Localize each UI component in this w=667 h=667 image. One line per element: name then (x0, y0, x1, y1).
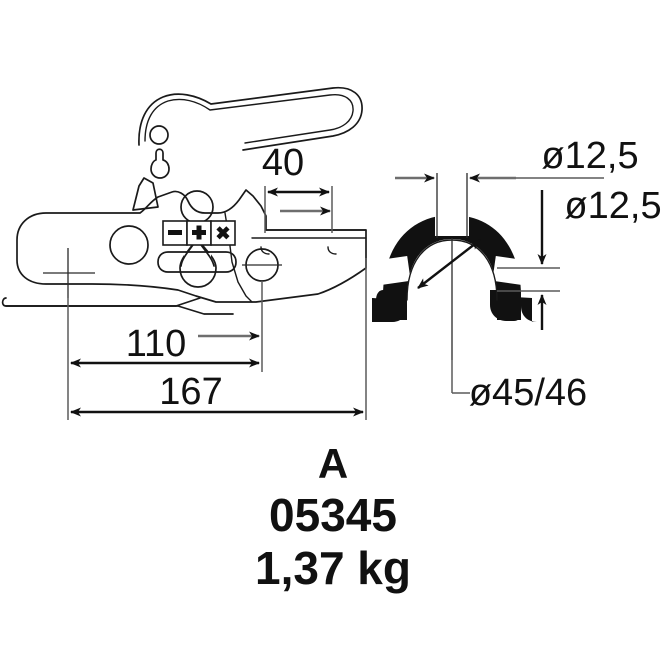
part-weight-label: 1,37 kg (255, 542, 411, 594)
lock-keyhole (150, 148, 170, 179)
dimension-bore-side-label: ø12,5 (564, 185, 661, 227)
dimension-167: 167 (67, 258, 367, 420)
release-lever-tab (132, 177, 159, 211)
cross-symbol-icon (216, 226, 230, 240)
dimension-bore-top: ø12,5 (395, 135, 639, 183)
coupling-handle-lever (138, 86, 363, 151)
shank-plate-bottom (5, 305, 234, 315)
dimension-tube-diameter-label: ø45/46 (469, 372, 587, 414)
body-side-bore-left (109, 225, 149, 265)
coupling-body-outline (16, 189, 367, 303)
body-center-crosshair (43, 248, 95, 298)
dimension-110: 110 (67, 281, 263, 372)
top-boss-circle (180, 190, 214, 224)
flange-notch-left (260, 246, 270, 255)
part-variant-label: A (318, 440, 348, 487)
dimension-bore-side: ø12,5 (497, 185, 662, 330)
dimension-167-label: 167 (159, 371, 222, 413)
dimension-tube-diameter: ø45/46 (451, 290, 587, 414)
u-clamp-slot-left (377, 256, 411, 285)
handle-pivot-hole (149, 125, 169, 145)
warning-label-plate (162, 220, 236, 246)
part-article-number-label: 05345 (269, 489, 397, 541)
dimension-bore-top-label: ø12,5 (541, 135, 638, 177)
u-clamp-slot-right (492, 256, 526, 285)
dimension-110-label: 110 (126, 323, 187, 365)
flange-notch-right (327, 246, 337, 255)
tube-diameter-arrow (417, 239, 481, 289)
part-info-block: A 05345 1,37 kg (255, 440, 411, 594)
coupling-head-side-view (1, 86, 367, 315)
u-clamp-cross-section (372, 173, 537, 360)
plus-symbol-icon-vert (196, 225, 202, 240)
socket-bar (157, 251, 237, 273)
shank-plate-top (1, 297, 201, 307)
dimension-40: 40 (262, 142, 333, 233)
dimension-40-label: 40 (262, 142, 304, 184)
minus-symbol-icon (168, 230, 182, 235)
u-clamp-apex-gap (435, 212, 469, 236)
